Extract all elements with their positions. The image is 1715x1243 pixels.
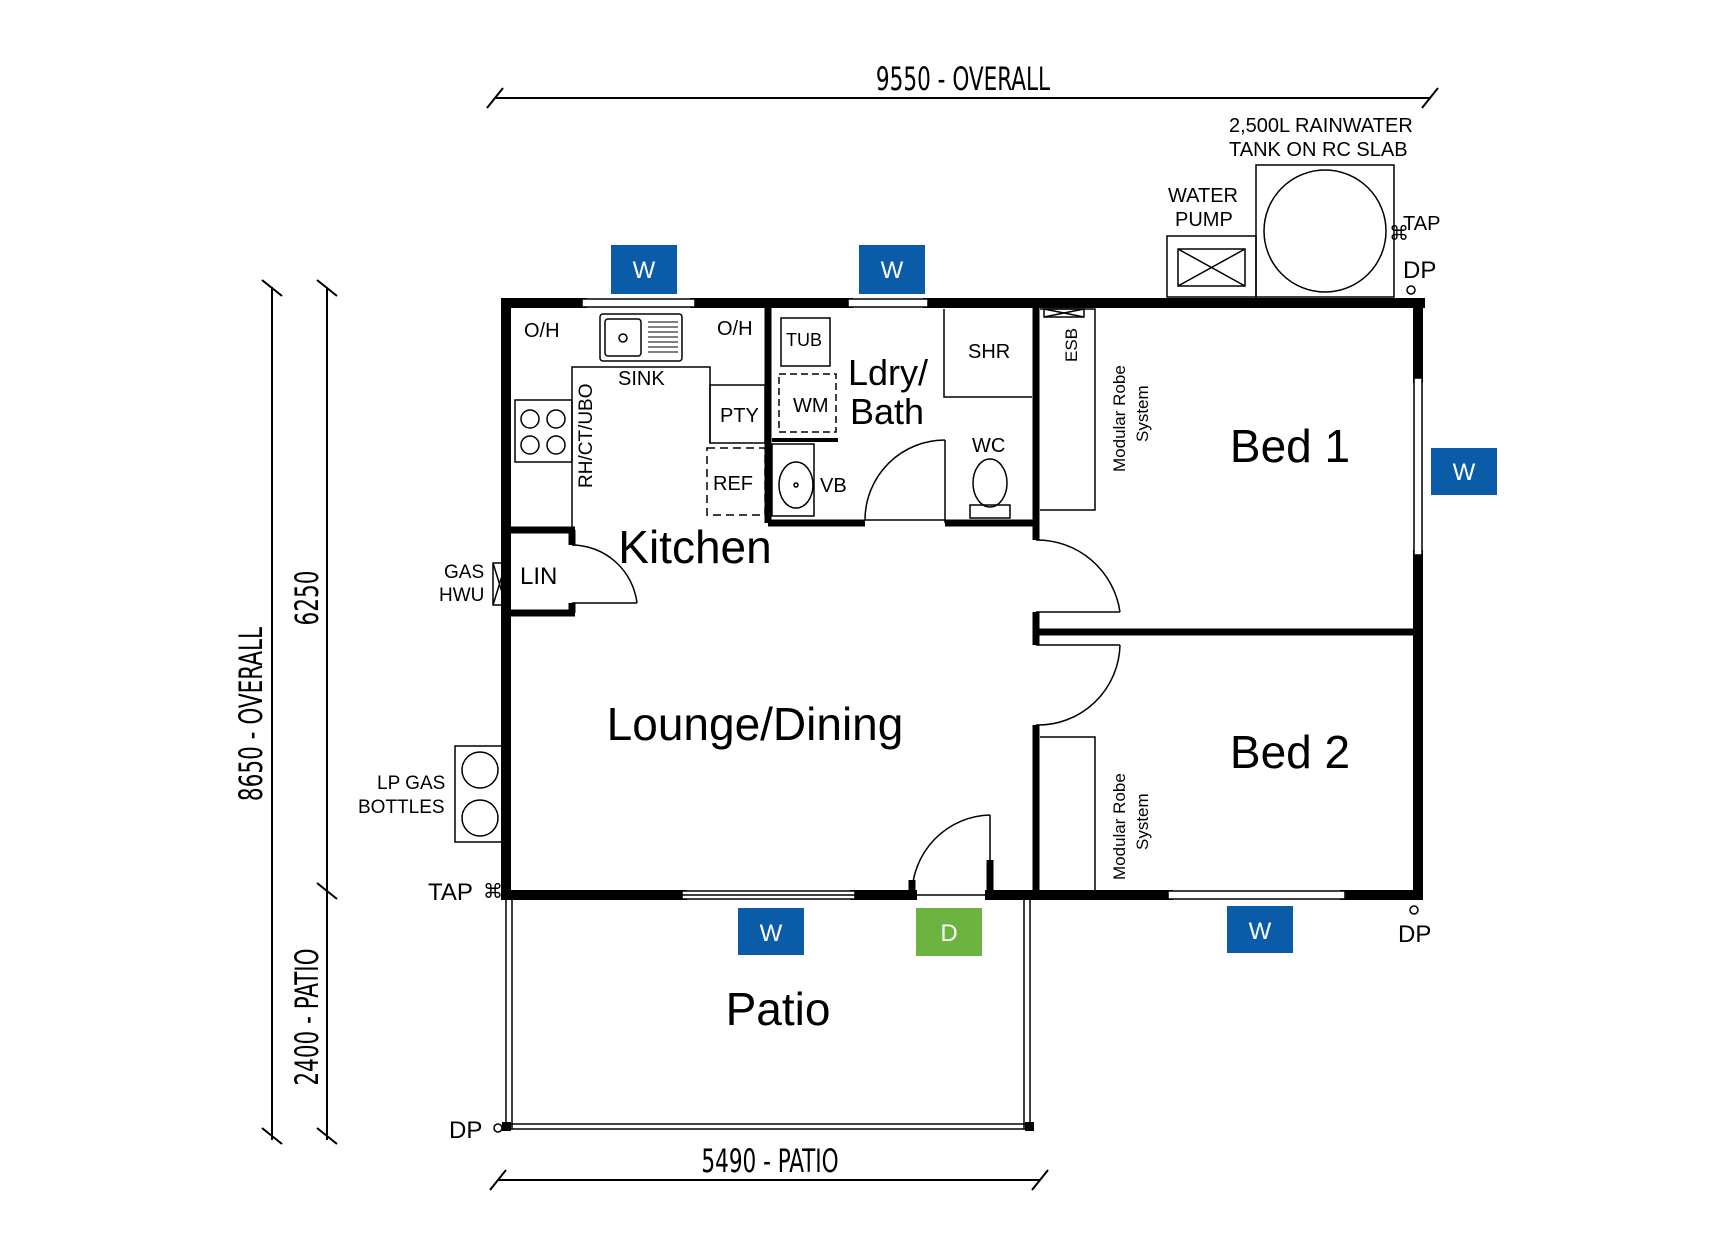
label-dp-patio: DP bbox=[449, 1117, 482, 1144]
room-laundry-line2: Bath bbox=[850, 391, 924, 432]
svg-text:W: W bbox=[881, 257, 904, 284]
window-tag: W bbox=[738, 908, 804, 955]
kitchen-fixtures bbox=[492, 313, 766, 606]
label-tub: TUB bbox=[786, 330, 822, 350]
label-tank-line2: TANK ON RC SLAB bbox=[1229, 139, 1408, 161]
label-gas-line2: HWU bbox=[439, 585, 484, 606]
label-robe2-line2: System bbox=[1133, 793, 1152, 850]
label-rh: RH/CT/UBO bbox=[576, 384, 597, 489]
bedroom-fixtures bbox=[1040, 308, 1096, 890]
label-pump-line1: WATER bbox=[1168, 185, 1238, 207]
downpipe-icon bbox=[493, 1123, 503, 1133]
label-esb: ESB bbox=[1062, 328, 1081, 362]
downpipe-right-icon bbox=[1409, 905, 1419, 915]
label-gas-line1: GAS bbox=[444, 562, 484, 583]
room-bed2: Bed 2 bbox=[1230, 726, 1350, 778]
label-robe2-line1: Modular Robe bbox=[1110, 773, 1129, 880]
label-dp-tank: DP bbox=[1403, 257, 1436, 284]
exterior-walls bbox=[501, 298, 1425, 900]
label-robe1-line2: System bbox=[1133, 385, 1152, 442]
svg-text:W: W bbox=[760, 920, 783, 947]
svg-text:W: W bbox=[1453, 459, 1476, 486]
room-lounge: Lounge/Dining bbox=[607, 698, 904, 750]
patio-posts bbox=[502, 1122, 1034, 1131]
label-wc: WC bbox=[972, 435, 1005, 457]
svg-text:W: W bbox=[1249, 918, 1272, 945]
dim-overall-width: 9550 - OVERALL bbox=[876, 61, 1051, 98]
door-tag: D bbox=[916, 908, 982, 956]
label-wm: WM bbox=[793, 395, 829, 417]
label-tap-tank: TAP bbox=[1403, 213, 1440, 235]
dim-patio-width: 5490 - PATIO bbox=[701, 1143, 838, 1180]
label-dp-right: DP bbox=[1398, 921, 1431, 948]
window-tag: W bbox=[1227, 906, 1293, 953]
dimension-lines bbox=[261, 87, 1439, 1191]
svg-text:W: W bbox=[633, 257, 656, 284]
label-oh-right: O/H bbox=[717, 318, 753, 340]
label-shr: SHR bbox=[968, 341, 1010, 363]
label-pump-line2: PUMP bbox=[1175, 209, 1233, 231]
label-lin: LIN bbox=[520, 563, 557, 590]
bath-fixtures bbox=[771, 309, 1032, 519]
label-lp-line1: LP GAS bbox=[377, 773, 445, 794]
tap-left-icon: ⌘ bbox=[483, 881, 503, 903]
label-tank-line1: 2,500L RAINWATER bbox=[1229, 115, 1413, 137]
window-tag: W bbox=[611, 245, 677, 294]
dim-patio-depth: 2400 - PATIO bbox=[289, 948, 326, 1085]
label-ref: REF bbox=[713, 473, 753, 495]
window-openings bbox=[581, 298, 1423, 900]
interior-walls bbox=[506, 303, 1418, 895]
door-swings bbox=[571, 439, 1121, 896]
room-laundry-line1: Ldry/ bbox=[848, 352, 928, 393]
room-patio: Patio bbox=[726, 983, 831, 1035]
rainwater-tank bbox=[1166, 164, 1416, 298]
room-bed1: Bed 1 bbox=[1230, 420, 1350, 472]
label-robe1-line1: Modular Robe bbox=[1110, 365, 1129, 472]
dim-overall-depth: 8650 - OVERALL bbox=[233, 626, 270, 801]
tap-tank-icon: ⌘ bbox=[1389, 223, 1409, 245]
room-kitchen: Kitchen bbox=[618, 521, 771, 573]
window-tag: W bbox=[1431, 448, 1497, 495]
label-lp-line2: BOTTLES bbox=[358, 797, 445, 818]
dim-house-depth: 6250 bbox=[289, 571, 326, 626]
svg-text:D: D bbox=[940, 920, 957, 947]
label-tap-left: TAP bbox=[428, 879, 473, 906]
label-pty: PTY bbox=[720, 405, 759, 427]
label-vb: VB bbox=[820, 475, 847, 497]
label-sink: SINK bbox=[618, 368, 665, 390]
lp-gas-bottles bbox=[454, 745, 507, 843]
label-oh-left: O/H bbox=[524, 320, 560, 342]
window-tag: W bbox=[859, 245, 925, 294]
patio-outline bbox=[505, 894, 1031, 1130]
